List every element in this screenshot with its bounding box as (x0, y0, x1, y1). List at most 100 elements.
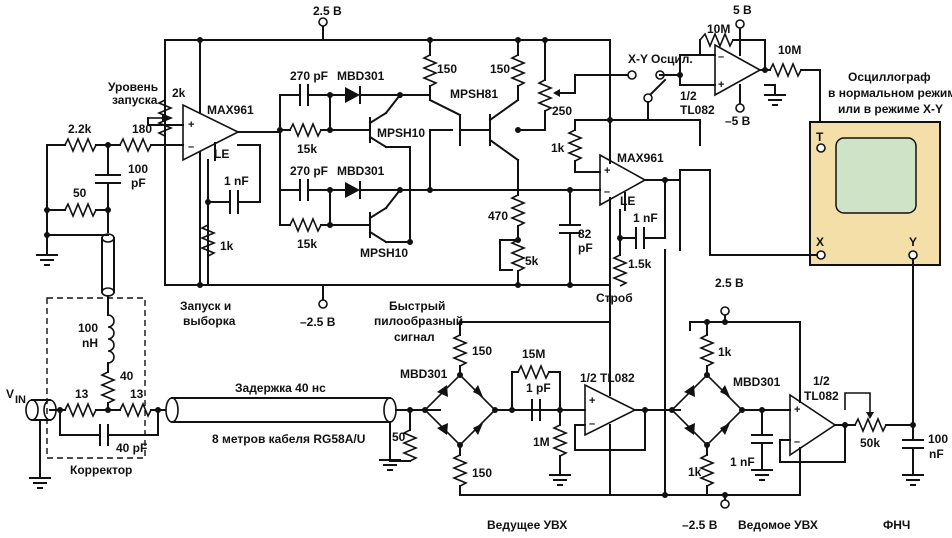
label-d-mbd301-b: MBD301 (337, 164, 385, 178)
label-q-mpsh81: MPSH81 (450, 87, 498, 101)
lead-hold-network (509, 363, 586, 486)
buffer-tl082-b: + – (574, 284, 681, 496)
label-v-2-5-b: 2.5 В (715, 276, 744, 290)
c1nf-r1k-a (199, 144, 261, 257)
label-r-2-2k: 2.2k (68, 122, 92, 136)
label-c-270pf-a: 270 pF (290, 69, 328, 83)
label-r-50b: 50 (392, 430, 406, 444)
label-v-m5: –5 В (725, 114, 751, 128)
label-le-a: LE (214, 147, 229, 161)
label-d-mbd301-d: MBD301 (733, 375, 781, 389)
label-r-1k-d: 1k (688, 465, 702, 479)
label-r-5k: 5k (525, 254, 539, 268)
buffer-tl082-c: + – (779, 321, 924, 496)
label-scope-y: Y (909, 235, 917, 249)
input-coax (101, 233, 115, 316)
label-slave-sh: Ведомое УВХ (738, 518, 818, 532)
label-r-150-b: 150 (490, 62, 510, 76)
trigger-level-pot (147, 99, 184, 137)
label-r-15k-b: 15k (297, 237, 317, 251)
vin-connector (25, 399, 57, 489)
label-sample-hold-2: выборка (183, 314, 236, 328)
label-r-250: 250 (552, 104, 572, 118)
label-xy: X-Y (628, 52, 648, 66)
label-r-40: 40 (120, 369, 134, 383)
label-scope-x: X (816, 235, 824, 249)
label-half-tl082-a-1: 1/2 (680, 89, 697, 103)
label-max961-a: MAX961 (207, 103, 254, 117)
label-level-1: Уровень (108, 80, 158, 94)
label-l-100nh-a: 100 (78, 321, 98, 335)
label-c-270pf-b: 270 pF (290, 164, 328, 178)
label-half-tl082-c-2: TL082 (804, 389, 839, 403)
label-scope-1: Осциллограф (848, 70, 931, 84)
label-scope-3: или в режиме X-Y (838, 102, 943, 116)
label-strobe: Строб (596, 291, 633, 305)
svg-text:–: – (188, 141, 194, 153)
label-q-mpsh10-b: MPSH10 (360, 246, 408, 260)
top-rail (164, 17, 611, 309)
label-r-1k-a: 1k (220, 239, 234, 253)
label-lead-sh: Ведущее УВХ (487, 518, 567, 532)
label-r-470: 470 (488, 209, 508, 223)
label-le-b: LE (620, 194, 635, 208)
label-c-1nf-a: 1 nF (224, 174, 249, 188)
label-c-100nf-a: 100 (928, 432, 948, 446)
svg-text:+: + (589, 395, 595, 407)
lead-sh-bridge (422, 321, 666, 496)
label-r-2k: 2k (172, 86, 186, 100)
corrector-network (46, 297, 166, 459)
label-v-5: 5 В (733, 3, 752, 17)
ramp-branch-lower (279, 146, 431, 245)
label-r-50a: 50 (73, 186, 87, 200)
delay-cable (165, 397, 441, 471)
label-half-tl082-b: 1/2 TL082 (580, 371, 635, 385)
label-v-m2-5-a: –2.5 В (300, 315, 336, 329)
input-divider (36, 136, 184, 266)
svg-text:+: + (718, 79, 724, 91)
svg-text:–: – (604, 186, 610, 198)
svg-text:–: – (589, 418, 595, 430)
label-r-150-a: 150 (437, 62, 457, 76)
label-r-15m: 15M (522, 347, 545, 361)
svg-text:+: + (188, 119, 194, 131)
label-scope-t: T (816, 130, 824, 144)
label-fast-ramp-2: пилообразный (374, 314, 463, 328)
xy-switch (627, 70, 681, 121)
label-d-mbd301-a: MBD301 (337, 69, 385, 83)
pot-250 (515, 37, 629, 133)
label-d-mbd301-c: MBD301 (400, 367, 448, 381)
label-r-1m: 1M (533, 435, 550, 449)
label-max961-b: MAX961 (617, 151, 664, 165)
label-fast-ramp-1: Быстрый (389, 299, 445, 313)
label-c-1nf-b: 1 nF (633, 211, 658, 225)
buffer-tl082-a: – + (677, 19, 821, 149)
label-r-10m-a: 10M (707, 22, 730, 36)
label-half-tl082-c-1: 1/2 (813, 374, 830, 388)
label-c-82pf-b: pF (578, 241, 593, 255)
label-vin: V (6, 387, 14, 401)
label-c-1pf: 1 pF (526, 381, 551, 395)
label-r-1-5k: 1.5k (628, 257, 652, 271)
label-v-top: 2.5 В (313, 4, 342, 18)
label-c-100pf-a: 100 (128, 162, 148, 176)
label-corrector: Корректор (70, 463, 132, 477)
label-sample-hold-1: Запуск и (180, 299, 231, 313)
slave-sh-bridge (662, 249, 801, 509)
label-fast-ramp-3: сигнал (394, 330, 435, 344)
label-c-40pf: 40 pF (116, 441, 147, 455)
label-r-13b: 13 (130, 387, 144, 401)
label-r-15k-a: 15k (297, 142, 317, 156)
ramp-bus (429, 187, 601, 288)
current-source-mpsh81 (421, 37, 527, 288)
label-r-10m-b: 10M (778, 43, 801, 57)
svg-text:–: – (794, 436, 800, 448)
label-level-2: запуска (112, 93, 158, 107)
label-vin-sub: IN (15, 394, 26, 406)
svg-text:+: + (604, 165, 610, 177)
oscilloscope (679, 119, 941, 431)
label-r-1k-c: 1k (718, 345, 732, 359)
label-lpf: ФНЧ (883, 518, 910, 532)
label-c-100nf-b: nF (929, 447, 944, 461)
